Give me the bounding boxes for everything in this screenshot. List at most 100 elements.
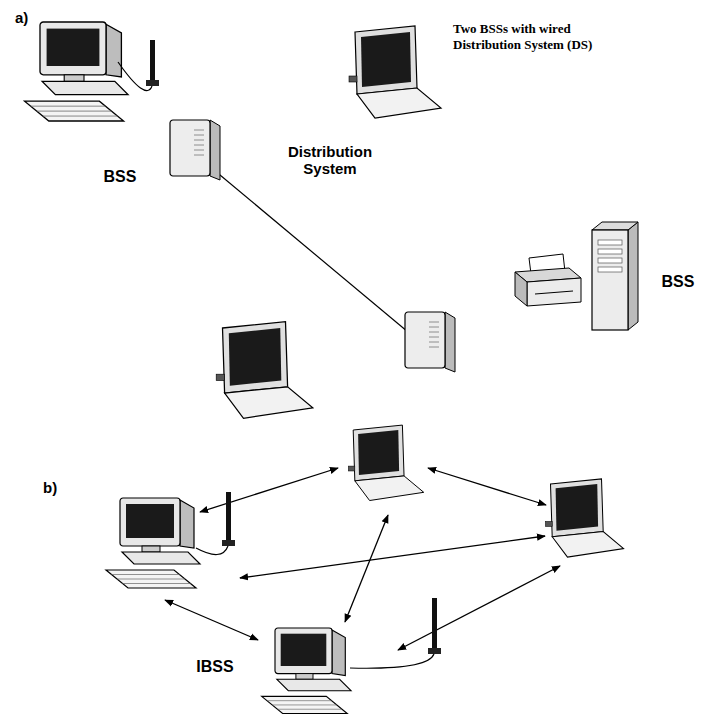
access-point-case [405,312,445,368]
antenna [222,492,235,546]
laptop-computer [216,322,313,419]
area-ellipse [13,455,717,721]
area-label: IBSS [196,658,233,676]
drive-bay [598,249,622,254]
wired-distribution-link [208,165,420,342]
desktop-computer [262,628,351,714]
laptop-base [225,387,313,419]
panel-letter: a) [12,8,31,27]
access-point-side [210,120,220,180]
pc-card [349,76,357,82]
vent-slot [429,347,439,348]
antenna-cable [196,546,228,555]
laptop-lid [353,425,404,481]
keyboard-row [267,700,332,701]
keyboard-row [272,704,337,705]
keyboard [25,101,124,121]
laptop-lid [223,322,288,393]
vent-slot [429,327,439,328]
diagram-caption: Two BSSs with wired Distribution System … [450,20,640,54]
computer-base [42,81,128,94]
laptop-lid [355,26,417,94]
laptop-screen [229,328,281,386]
wireless-link [345,515,388,622]
antenna-rod [150,40,155,80]
pc-card [545,521,552,526]
label-slot: b) [40,478,74,497]
monitor [275,628,332,674]
panel-letter: b) [40,478,60,497]
distribution-system-area: Distribution System [195,45,605,395]
area-label: BSS [662,273,695,291]
keyboard [262,696,348,713]
area-label: BSS [104,168,137,186]
antenna-base [146,80,159,86]
access-point-side [445,312,455,372]
vent-slot [194,150,204,151]
laptop-base [357,88,441,118]
screen [47,29,100,66]
antenna-rod [432,598,437,648]
drive-bay [598,267,622,272]
computer-base [277,679,351,690]
monitor [120,498,180,546]
wireless-link [165,600,258,640]
access-point [170,120,220,180]
area-ellipse [163,6,637,433]
monitor-stand [64,75,84,82]
label-slot: Two BSSs with wired Distribution System … [450,20,640,54]
vent-slot [429,337,439,338]
laptop-computer [545,479,623,557]
server-top [592,222,638,230]
label-slot: a) [12,8,46,27]
area-outline [200,240,715,390]
antenna [146,40,159,86]
pc-card [348,466,355,471]
laptop-screen [556,484,599,531]
desktop-computer [106,498,200,588]
server-front [592,230,628,330]
laptop-computer [348,425,423,500]
server-tower [592,222,638,330]
wireless-link [428,468,546,505]
laptop-lid [551,479,604,537]
server-side [628,222,638,330]
pc-card [216,374,224,380]
antenna-rod [226,492,231,540]
laptop-screen [361,32,411,87]
area-ellipse [200,228,715,403]
wireless-link [200,468,338,512]
monitor-side [180,500,194,548]
wireless-link [240,536,545,578]
antenna-cable [118,62,152,91]
text-slot: IBSS [185,658,245,676]
printer [515,254,581,306]
keyboard-row [37,111,112,112]
monitor-side [332,630,345,676]
vent-slot [429,322,439,323]
area-outline [13,455,717,721]
ibss-area: IBSS [13,455,717,721]
area-outline [195,45,605,395]
keyboard-row [117,579,185,580]
wireless-link [398,566,560,650]
antenna-cable [350,654,434,668]
monitor [40,22,106,75]
laptop-computer [349,26,441,118]
monitor-stand [142,546,160,552]
antenna-base [222,540,235,546]
text-slot: BSS [648,273,708,291]
paper-tray [535,291,573,294]
drive-bay [598,240,622,245]
screen [281,634,327,666]
vent-slot [194,135,204,136]
text-slot: BSS [90,168,150,186]
keyboard-row [112,574,180,575]
laptop-base [552,532,623,558]
access-point-case [170,120,210,176]
printer-front [527,278,581,306]
access-point [405,312,455,372]
